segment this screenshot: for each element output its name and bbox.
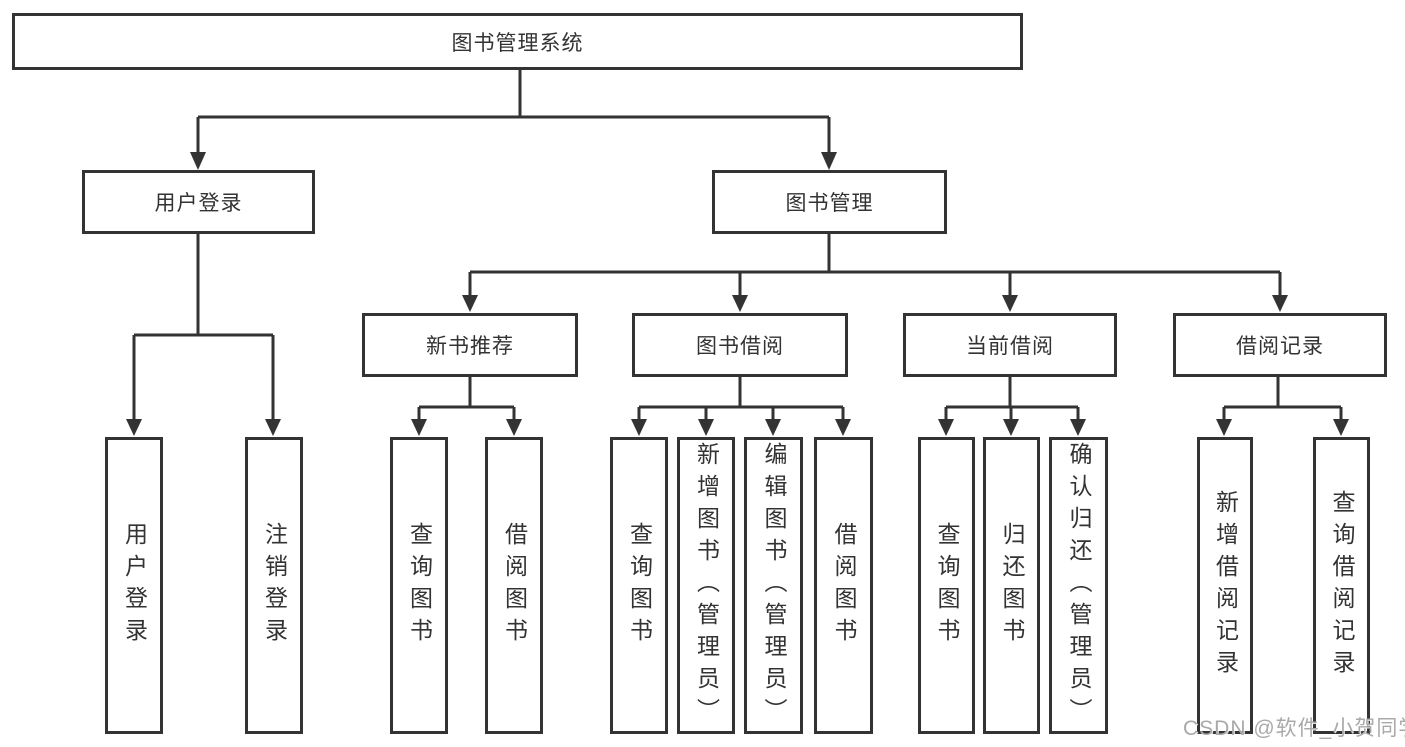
- node-user-login-module: 用户登录: [82, 170, 315, 234]
- node-label: 归还图书: [999, 521, 1025, 650]
- node-leaf-user-login: 用户登录: [105, 437, 163, 734]
- node-leaf-return-book: 归还图书: [983, 437, 1040, 734]
- node-leaf-query-books-current: 查询图书: [918, 437, 975, 734]
- node-label: 新增图书（管理员）: [693, 441, 720, 730]
- node-leaf-borrow-books: 借阅图书: [814, 437, 873, 734]
- node-label: 图书管理: [785, 192, 874, 215]
- node-label: 借阅图书: [831, 521, 857, 650]
- csdn-watermark: CSDN @软件_小贺同学: [1183, 717, 1405, 740]
- node-leaf-add-book-admin: 新增图书（管理员）: [677, 437, 735, 734]
- node-label: 借阅记录: [1236, 335, 1324, 358]
- node-label: 新增借阅记录: [1212, 489, 1239, 682]
- node-book-borrowing: 图书借阅: [632, 313, 848, 377]
- node-label: 新书推荐: [426, 335, 514, 358]
- node-label: 用户登录: [121, 521, 148, 650]
- node-label: 查询借阅记录: [1329, 489, 1355, 682]
- node-new-book-recommendation: 新书推荐: [362, 313, 578, 377]
- node-leaf-query-borrow-record: 查询借阅记录: [1313, 437, 1370, 734]
- node-book-management-module: 图书管理: [712, 170, 947, 234]
- node-label: 用户登录: [154, 192, 243, 215]
- node-leaf-confirm-return-admin: 确认归还（管理员）: [1049, 437, 1108, 734]
- node-library-management-system: 图书管理系统: [12, 13, 1023, 70]
- node-label: 查询图书: [934, 521, 960, 650]
- node-leaf-borrow-books-recommend: 借阅图书: [485, 437, 543, 734]
- arrowheads: [126, 152, 1349, 436]
- node-label: 图书管理系统: [451, 31, 584, 55]
- node-label: 图书借阅: [696, 335, 784, 358]
- node-leaf-query-books-borrowing: 查询图书: [610, 437, 668, 734]
- node-borrowing-records: 借阅记录: [1173, 313, 1387, 377]
- node-label: 确认归还（管理员）: [1066, 441, 1092, 730]
- node-leaf-logout: 注销登录: [245, 437, 303, 734]
- node-label: 当前借阅: [966, 335, 1054, 358]
- node-leaf-edit-book-admin: 编辑图书（管理员）: [744, 437, 803, 734]
- node-current-borrowing: 当前借阅: [903, 313, 1117, 377]
- node-leaf-add-borrow-record: 新增借阅记录: [1197, 437, 1253, 734]
- node-label: 查询图书: [626, 521, 653, 650]
- node-label: 借阅图书: [501, 521, 528, 650]
- node-leaf-query-books-recommend: 查询图书: [390, 437, 448, 734]
- node-label: 编辑图书（管理员）: [761, 441, 787, 730]
- node-label: 注销登录: [261, 521, 288, 650]
- node-label: 查询图书: [406, 521, 433, 650]
